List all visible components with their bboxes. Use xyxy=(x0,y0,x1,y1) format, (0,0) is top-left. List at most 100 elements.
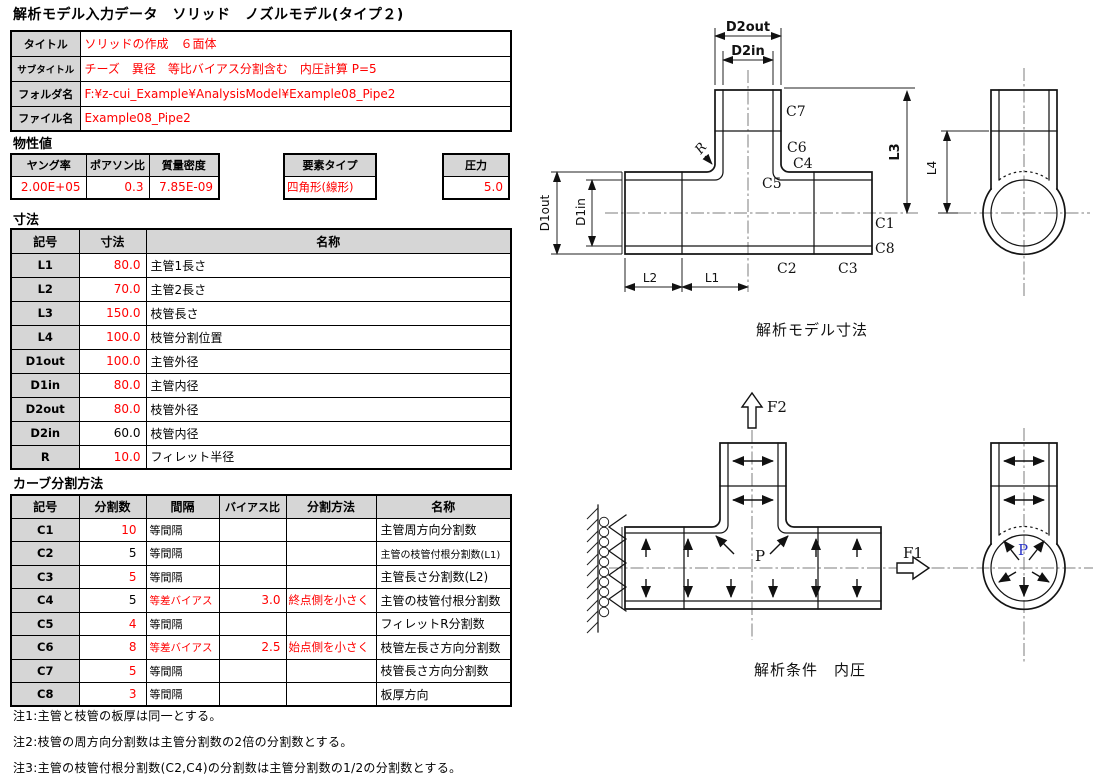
dim-label-l2: L2 xyxy=(643,271,657,285)
curve-heading: カーブ分割方法 xyxy=(13,477,104,492)
pressure-arrows-side xyxy=(998,456,1050,597)
col-header-name: 名称 xyxy=(375,494,512,519)
dim-name: 枝管内径 xyxy=(145,420,512,446)
dim-label-l4: L4 xyxy=(925,161,939,175)
col-header-count: 分割数 xyxy=(78,494,147,519)
curve-symbol: C2 xyxy=(10,541,80,566)
dim-value: 100.0 xyxy=(78,348,147,374)
info-table: タイトル ソリッドの作成 ６面体 サブタイトル チーズ 異径 等比バイアス分割含… xyxy=(10,30,512,132)
table-row: 2.00E+05 0.3 7.85E-09 xyxy=(10,175,220,200)
curve-bias: 2.5 xyxy=(218,635,287,660)
col-header-bias: バイアス比 xyxy=(218,494,287,519)
dim-value: 150.0 xyxy=(78,300,147,326)
material-table: ヤング率 ポアソン比 質量密度 2.00E+05 0.3 7.85E-09 xyxy=(10,153,220,200)
table-row: サブタイトル チーズ 異径 等比バイアス分割含む 内圧計算 P=5 xyxy=(10,55,512,82)
label-c5: C5 xyxy=(762,176,782,192)
dim-value: 100.0 xyxy=(78,324,147,350)
dim-symbol: L1 xyxy=(10,252,80,278)
dim-value: 60.0 xyxy=(78,420,147,446)
curve-method xyxy=(285,541,377,566)
info-label-subtitle: サブタイトル xyxy=(10,55,81,82)
dim-name: 枝管外径 xyxy=(145,396,512,422)
curve-interval: 等間隔 xyxy=(145,564,220,589)
young-modulus-header: ヤング率 xyxy=(10,153,87,177)
page-title: 解析モデル入力データ ソリッド ノズルモデル(タイプ２) xyxy=(13,7,404,23)
col-header-name: 名称 xyxy=(145,228,512,254)
note-3: 注3:主管の枝管付根分割数(C2,C4)の分割数は主管分割数の1/2の分割数とす… xyxy=(13,761,462,775)
dim-name: 主管2長さ xyxy=(145,276,512,302)
info-value-file: Example08_Pipe2 xyxy=(79,105,512,132)
dim-label-l1: L1 xyxy=(705,271,719,285)
element-type-table: 要素タイプ 四角形(線形) xyxy=(283,153,377,200)
dim-symbol: L2 xyxy=(10,276,80,302)
curve-name: 主管周方向分割数 xyxy=(375,517,512,542)
density-value: 7.85E-09 xyxy=(148,175,220,200)
dimension-caption: 解析モデル寸法 xyxy=(756,321,868,339)
curve-method xyxy=(285,682,377,707)
curve-method xyxy=(285,611,377,636)
curve-symbol: C5 xyxy=(10,611,80,636)
front-view: D2out D2in D1out D1in L3 L2 L1 R C7 C6 C… xyxy=(540,20,918,292)
dim-value: 80.0 xyxy=(78,252,147,278)
dim-label-r: R xyxy=(692,140,711,158)
label-p-front: P xyxy=(755,547,765,565)
dim-label-d2out: D2out xyxy=(726,20,770,35)
curve-name: フィレットR分割数 xyxy=(375,611,512,636)
dim-name: 枝管長さ xyxy=(145,300,512,326)
curve-method xyxy=(285,517,377,542)
f2-force-arrow xyxy=(740,391,764,429)
col-header-interval: 間隔 xyxy=(145,494,220,519)
curve-symbol: C6 xyxy=(10,635,80,660)
table-row: フォルダ名 F:¥z-cui_Example¥AnalysisModel¥Exa… xyxy=(10,80,512,107)
table-row: タイトル ソリッドの作成 ６面体 xyxy=(10,30,512,57)
table-row: ファイル名 Example08_Pipe2 xyxy=(10,105,512,132)
curve-bias xyxy=(218,517,287,542)
curve-interval: 等間隔 xyxy=(145,541,220,566)
dim-label-d1out: D1out xyxy=(540,194,552,231)
label-c1: C1 xyxy=(875,216,895,232)
curve-interval: 等差バイアス xyxy=(145,635,220,660)
curve-count: 5 xyxy=(78,658,147,683)
material-heading: 物性値 xyxy=(13,137,53,152)
curve-bias xyxy=(218,541,287,566)
table-row: ヤング率 ポアソン比 質量密度 xyxy=(10,153,220,177)
label-c8: C8 xyxy=(875,241,895,257)
curve-symbol: C7 xyxy=(10,658,80,683)
curve-symbol: C1 xyxy=(10,517,80,542)
curve-bias xyxy=(218,658,287,683)
curve-name: 主管長さ分割数(L2) xyxy=(375,564,512,589)
curve-interval: 等差バイアス xyxy=(145,588,220,613)
dim-label-d1in: D1in xyxy=(574,198,588,226)
info-label-title: タイトル xyxy=(10,30,81,57)
curve-count: 8 xyxy=(78,635,147,660)
label-c7: C7 xyxy=(786,104,806,120)
drawing-panel: D2out D2in D1out D1in L3 L2 L1 R C7 C6 C… xyxy=(540,20,1093,679)
side-view: L4 xyxy=(925,68,1090,298)
curve-name: 枝管長さ方向分割数 xyxy=(375,658,512,683)
dim-name: 主管内径 xyxy=(145,372,512,398)
dim-value: 80.0 xyxy=(78,396,147,422)
curve-interval: 等間隔 xyxy=(145,658,220,683)
curve-name: 主管の枝管付根分割数 xyxy=(375,588,512,613)
info-value-title: ソリッドの作成 ６面体 xyxy=(79,30,512,57)
label-c2: C2 xyxy=(777,261,797,277)
label-c4: C4 xyxy=(793,156,813,172)
col-header-method: 分割方法 xyxy=(285,494,377,519)
label-f2: F2 xyxy=(767,398,787,416)
curve-interval: 等間隔 xyxy=(145,682,220,707)
dim-symbol: D2out xyxy=(10,396,80,422)
